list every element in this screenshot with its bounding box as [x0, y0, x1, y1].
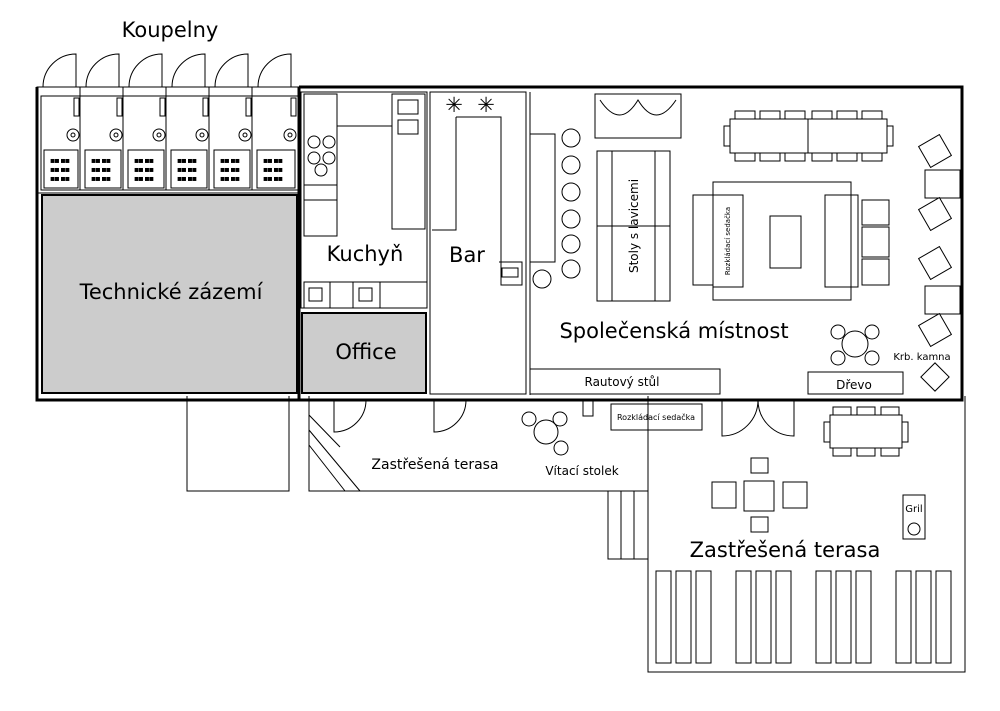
label-gril: Gril [905, 504, 922, 515]
svg-text:▪▪ ▪▪: ▪▪ ▪▪ [91, 156, 111, 165]
bathroom-stall-5: ▪▪ ▪▪ ▪▪ ▪▪ ▪▪ ▪▪ [213, 53, 253, 190]
label-spolecenska-mistnost: Společenská místnost [559, 319, 788, 343]
bar: ✳ ✳ Bar [429, 91, 527, 395]
svg-text:▪▪ ▪▪: ▪▪ ▪▪ [177, 174, 197, 183]
label-vitaci-stolek: Vítací stolek [545, 464, 618, 478]
welcome-table [521, 411, 569, 456]
svg-text:▪▪ ▪▪: ▪▪ ▪▪ [50, 174, 70, 183]
sofa-group: Rozkládací sedačka [692, 181, 890, 301]
loungers [655, 570, 952, 664]
doors-facade [333, 399, 795, 437]
bathroom-stall-3: ▪▪ ▪▪ ▪▪ ▪▪ ▪▪ ▪▪ [127, 53, 167, 190]
label-kuchyn: Kuchyň [327, 242, 404, 266]
svg-text:▪▪ ▪▪: ▪▪ ▪▪ [50, 156, 70, 165]
big-terrace: Gril Zastřešená terasa [655, 406, 952, 664]
bathroom-stall-1: ▪▪ ▪▪ ▪▪ ▪▪ ▪▪ ▪▪ [42, 53, 81, 190]
terrace-outlines [186, 396, 966, 673]
office: Office [301, 312, 427, 394]
label-drevo: Dřevo [836, 378, 872, 392]
terrace-table-square [711, 457, 808, 533]
bathroom-stall-2: ▪▪ ▪▪ ▪▪ ▪▪ ▪▪ ▪▪ [84, 53, 124, 190]
label-zastresena-terasa-small: Zastřešená terasa [371, 457, 498, 473]
label-bar: Bar [449, 243, 485, 267]
label-office: Office [335, 340, 396, 364]
svg-text:▪▪ ▪▪: ▪▪ ▪▪ [263, 156, 283, 165]
grill: Gril [902, 494, 926, 540]
label-stoly-s-lavicemi: Stoly s lavicemi [627, 179, 641, 273]
label-rozkladaci-sedacka-inner: Rozkládací sedačka [724, 207, 732, 275]
svg-text:▪▪ ▪▪: ▪▪ ▪▪ [177, 165, 197, 174]
svg-text:▪▪ ▪▪: ▪▪ ▪▪ [220, 156, 240, 165]
svg-text:▪▪ ▪▪: ▪▪ ▪▪ [134, 174, 154, 183]
svg-text:▪▪ ▪▪: ▪▪ ▪▪ [263, 165, 283, 174]
bathroom-stall-4: ▪▪ ▪▪ ▪▪ ▪▪ ▪▪ ▪▪ [170, 53, 210, 190]
bathroom-stalls: ▪▪ ▪▪ ▪▪ ▪▪ ▪▪ ▪▪ ▪▪ ▪▪ ▪▪ ▪▪ ▪▪ ▪▪ [42, 53, 297, 190]
svg-text:▪▪ ▪▪: ▪▪ ▪▪ [220, 174, 240, 183]
label-rozkladaci-sedacka-terrace: Rozkládací sedačka [617, 412, 695, 422]
label-technicke-zazemi: Technické zázemí [79, 280, 264, 304]
armchairs-right [917, 133, 961, 392]
svg-text:▪▪ ▪▪: ▪▪ ▪▪ [220, 165, 240, 174]
small-terrace: Rozkládací sedačka Zastřešená terasa Vít… [371, 403, 703, 478]
svg-text:▪▪ ▪▪: ▪▪ ▪▪ [91, 165, 111, 174]
label-zastresena-terasa-big: Zastřešená terasa [690, 538, 881, 562]
svg-text:▪▪ ▪▪: ▪▪ ▪▪ [263, 174, 283, 183]
svg-text:▪▪ ▪▪: ▪▪ ▪▪ [177, 156, 197, 165]
label-rautovy-stul: Rautový stůl [585, 375, 660, 389]
bathroom-stall-6: ▪▪ ▪▪ ▪▪ ▪▪ ▪▪ ▪▪ [256, 53, 297, 189]
round-table [830, 324, 880, 366]
svg-text:▪▪ ▪▪: ▪▪ ▪▪ [134, 156, 154, 165]
svg-text:▪▪ ▪▪: ▪▪ ▪▪ [50, 165, 70, 174]
svg-text:✳: ✳ [477, 93, 495, 117]
bathrooms: ▪▪ ▪▪ ▪▪ ▪▪ ▪▪ ▪▪ ▪▪ ▪▪ ▪▪ ▪▪ ▪▪ ▪▪ [36, 18, 300, 194]
svg-text:▪▪ ▪▪: ▪▪ ▪▪ [134, 165, 154, 174]
bench-tables: Stoly s lavicemi [596, 150, 671, 302]
technical-room: Technické zázemí [41, 194, 298, 394]
label-koupelny: Koupelny [122, 18, 219, 42]
building-walls [35, 85, 964, 402]
svg-text:✳: ✳ [445, 93, 463, 117]
terrace-table-top [823, 406, 909, 457]
label-krb-kamna: Krb. kamna [893, 352, 950, 363]
dining-table-top [723, 110, 894, 162]
kitchen: Kuchyň [300, 91, 428, 309]
common-room: Stoly s lavicemi Rozkládací sed [529, 92, 961, 395]
svg-text:▪▪ ▪▪: ▪▪ ▪▪ [91, 174, 111, 183]
